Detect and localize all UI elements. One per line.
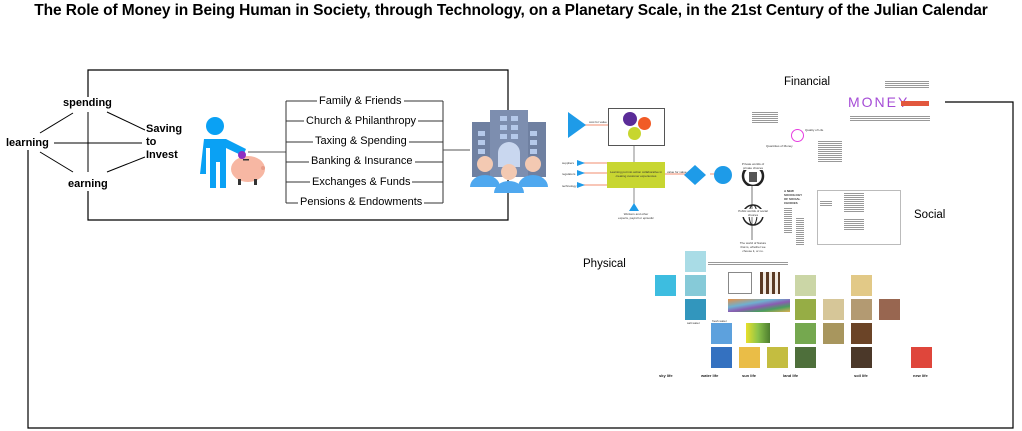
institution-banking-insurance: Banking & Insurance bbox=[309, 155, 415, 167]
swatch-sun2 bbox=[767, 347, 788, 368]
swatch-fresh-light bbox=[711, 323, 732, 344]
private-worlds-label: Private worlds of private choices bbox=[738, 162, 768, 170]
money-bottom-text bbox=[850, 116, 930, 122]
tree-roots-thumbnail bbox=[760, 272, 780, 294]
financial-note-text bbox=[752, 112, 778, 124]
building-with-people-icon bbox=[470, 110, 548, 193]
saving-line-2: to bbox=[146, 136, 157, 148]
column-label-sun-life: sun life bbox=[742, 373, 757, 378]
swatch-new bbox=[911, 347, 932, 368]
person-with-piggy-bank-icon bbox=[200, 117, 265, 188]
land-map-thumbnail bbox=[746, 323, 770, 343]
column-label-land-life: land life bbox=[783, 373, 799, 378]
workers-label: Workers and other experts, payroll or ep… bbox=[618, 212, 654, 220]
sociology-text-2 bbox=[844, 219, 864, 231]
financial-side-text bbox=[818, 141, 842, 163]
sociology-text-4 bbox=[796, 218, 804, 246]
workers-triangle-icon bbox=[629, 203, 639, 211]
swatch-clay bbox=[879, 299, 900, 320]
sociology-text-1 bbox=[844, 193, 864, 213]
swatch-soil2 bbox=[851, 299, 872, 320]
quality-of-life-label: Quality of Life bbox=[805, 128, 824, 132]
column-label-water-life: water life bbox=[701, 373, 719, 378]
sociology-chart-box bbox=[817, 190, 901, 245]
institution-taxing-spending: Taxing & Spending bbox=[313, 135, 409, 147]
institution-exchanges-funds: Exchanges & Funds bbox=[310, 176, 413, 188]
swatch-sky bbox=[655, 275, 676, 296]
swatch-land3 bbox=[795, 323, 816, 344]
strata-thumbnail bbox=[728, 299, 790, 312]
physical-legend-text bbox=[708, 262, 788, 265]
swatch-sand2 bbox=[823, 323, 844, 344]
swatch-soil4 bbox=[851, 347, 872, 368]
fresh-water-label: fresh water bbox=[712, 319, 727, 323]
sociology-text-3 bbox=[784, 208, 792, 234]
region-label-financial: Financial bbox=[784, 76, 831, 88]
swatch-land2 bbox=[795, 299, 816, 320]
quantities-of-money-label: Quantities of Money bbox=[766, 144, 793, 148]
public-worlds-label: Public worlds of social choices bbox=[738, 209, 768, 217]
venn-box bbox=[608, 108, 665, 146]
money-red-tag bbox=[901, 101, 929, 106]
money-top-text bbox=[885, 81, 929, 89]
input-regulators: regulators bbox=[562, 172, 576, 176]
swatch-water-mid bbox=[685, 275, 706, 296]
triangle-source-icon bbox=[568, 112, 586, 138]
region-label-physical: Physical bbox=[583, 258, 626, 270]
swatch-soil3 bbox=[851, 323, 872, 344]
swatch-land1 bbox=[795, 275, 816, 296]
quality-circle-icon bbox=[791, 129, 804, 142]
nature-world-label: The world of Nature that is, whether we … bbox=[739, 241, 767, 253]
sociology-text-5 bbox=[820, 201, 832, 207]
venn-circle-products bbox=[628, 127, 641, 140]
output-label: value for value bbox=[667, 170, 687, 174]
column-label-sky-life: sky life bbox=[659, 373, 673, 378]
node-spending: spending bbox=[63, 97, 112, 110]
sociology-heading: A NEW SOCIOLOGY OF SOCIAL CHOICES bbox=[784, 189, 803, 205]
saving-line-1: Saving bbox=[146, 123, 183, 135]
swatch-soil1 bbox=[851, 275, 872, 296]
column-label-soil-life: soil life bbox=[854, 373, 868, 378]
node-earning: earning bbox=[68, 178, 108, 191]
page-title: The Role of Money in Being Human in Soci… bbox=[34, 2, 988, 19]
swatch-sand1 bbox=[823, 299, 844, 320]
node-learning: learning bbox=[6, 137, 49, 150]
input-technology: technology bbox=[562, 184, 577, 188]
venn-circle-marketing bbox=[638, 117, 651, 130]
output-diamond-circle-icon bbox=[684, 165, 732, 185]
institution-family-friends: Family & Friends bbox=[317, 95, 404, 107]
column-label-new-life: new life bbox=[913, 373, 928, 378]
region-label-social: Social bbox=[914, 209, 946, 221]
input-arrows-icon bbox=[577, 160, 585, 188]
input-suppliers: suppliers bbox=[562, 161, 575, 165]
node-saving-to-invest: Saving to Invest bbox=[146, 123, 183, 162]
swatch-sun bbox=[739, 347, 760, 368]
institution-pensions-endowments: Pensions & Endowments bbox=[298, 196, 425, 208]
swatch-water-light bbox=[685, 251, 706, 272]
swatch-land4 bbox=[795, 347, 816, 368]
center-value-box: Learning put into action collaborative i… bbox=[607, 162, 665, 188]
institution-church-philanthropy: Church & Philanthropy bbox=[304, 115, 419, 127]
money-logo: MONEY bbox=[848, 94, 910, 110]
salt-water-label: salt water bbox=[687, 321, 700, 325]
saving-line-3: Invest bbox=[146, 149, 178, 161]
water-cycle-thumbnail bbox=[728, 272, 752, 294]
center-value-text: Learning put into action collaborative i… bbox=[609, 170, 663, 178]
venn-circle-learning bbox=[623, 112, 637, 126]
swatch-fresh-dark bbox=[711, 347, 732, 368]
swatch-water-dark bbox=[685, 299, 706, 320]
edge-label-top: cost for value bbox=[589, 120, 607, 124]
